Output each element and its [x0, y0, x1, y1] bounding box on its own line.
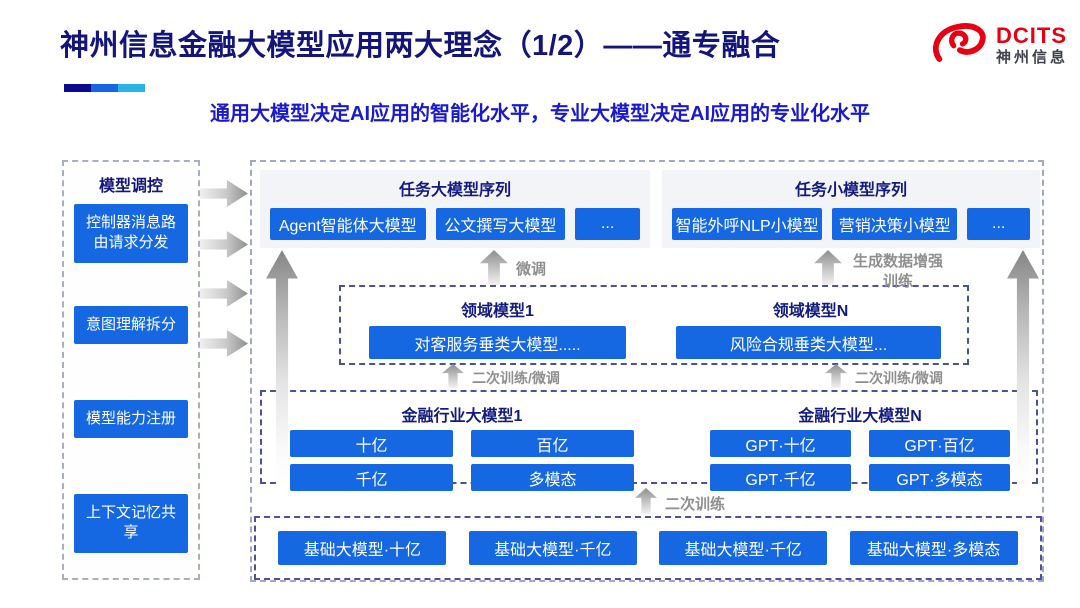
node-customer-service-model[interactable]: 对客服务垂类大模型.....	[369, 326, 626, 359]
logo-brand-text: DCITS	[996, 23, 1067, 49]
right-arrow-icon	[200, 180, 248, 207]
sidebar-item-capability-register[interactable]: 模型能力注册	[74, 400, 188, 439]
flow-label-fine-tune: 微调	[516, 261, 547, 278]
node-gpt-hundred-billion-model[interactable]: GPT·千亿	[710, 464, 851, 491]
node-more-models[interactable]: ...	[967, 208, 1030, 240]
page-title: 神州信息金融大模型应用两大理念（1/2）——通专融合	[60, 30, 781, 62]
logo-brand-cn-text: 神州信息	[996, 49, 1069, 67]
accent-segment	[91, 84, 118, 92]
industry-model-box: 金融行业大模型1 十亿 百亿 千亿 多模态 金融行业大模型N GPT·十亿 GP…	[260, 390, 1038, 491]
right-arrow-icon	[200, 280, 248, 307]
group-title: 金融行业大模型N	[798, 408, 922, 425]
accent-segment	[64, 84, 91, 92]
base-model-box: 基础大模型·十亿 基础大模型·千亿 基础大模型·千亿 基础大模型·多模态	[254, 516, 1042, 580]
sidebar-item-message-routing[interactable]: 控制器消息路由请求分发	[74, 204, 188, 263]
node-marketing-decision-model[interactable]: 营销决策小模型	[832, 208, 958, 240]
node-more-models[interactable]: ...	[575, 208, 640, 240]
flow-label-secondary-train: 二次训练	[665, 496, 726, 513]
node-base-model-billion[interactable]: 基础大模型·十亿	[278, 531, 447, 565]
up-arrow-icon	[825, 364, 847, 388]
up-arrow-icon	[814, 250, 842, 285]
title-accent-bar	[64, 84, 145, 92]
dcits-swirl-icon	[930, 18, 988, 73]
node-base-model-hundred-billion-1[interactable]: 基础大模型·千亿	[468, 531, 637, 565]
flow-label-secondary-ft-left: 二次训练/微调	[472, 370, 560, 386]
domain-model-box: 领域模型1 对客服务垂类大模型..... 领域模型N 风险合规垂类大模型...	[339, 285, 969, 365]
sidebar-item-context-share[interactable]: 上下文记忆共享	[74, 494, 188, 553]
node-multimodal-model[interactable]: 多模态	[471, 464, 634, 491]
node-risk-compliance-model[interactable]: 风险合规垂类大模型...	[676, 326, 941, 359]
right-arrow-icon	[200, 330, 248, 357]
sidebar-title: 模型调控	[98, 178, 163, 195]
domain-model-group-n: 领域模型N 风险合规垂类大模型...	[654, 287, 967, 363]
node-ten-billion-model[interactable]: 百亿	[471, 430, 634, 457]
flow-label-gen-data-train: 生成数据增强 训练	[852, 253, 943, 290]
domain-model-group-1: 领域模型1 对客服务垂类大模型.....	[341, 287, 654, 363]
node-gpt-multimodal-model[interactable]: GPT·多模态	[869, 464, 1010, 491]
group-title: 任务大模型序列	[398, 182, 511, 199]
group-title: 领域模型1	[461, 303, 534, 320]
node-gpt-ten-billion-model[interactable]: GPT·百亿	[869, 430, 1010, 457]
node-base-model-hundred-billion-2[interactable]: 基础大模型·千亿	[659, 531, 828, 565]
up-arrow-icon	[442, 364, 464, 388]
up-arrow-icon	[480, 250, 508, 285]
task-large-model-group: 任务大模型序列 Agent智能体大模型 公文撰写大模型 ...	[260, 170, 650, 248]
node-outbound-nlp-model[interactable]: 智能外呼NLP小模型	[672, 208, 823, 240]
node-hundred-billion-model[interactable]: 千亿	[290, 464, 453, 491]
node-billion-model[interactable]: 十亿	[290, 430, 453, 457]
group-title: 任务小模型序列	[794, 182, 907, 199]
right-arrow-icon	[200, 231, 248, 258]
task-small-model-group: 任务小模型序列 智能外呼NLP小模型 营销决策小模型 ...	[662, 170, 1040, 248]
industry-model-group-1: 金融行业大模型1 十亿 百亿 千亿 多模态	[274, 396, 650, 491]
model-control-panel: 模型调控 控制器消息路由请求分发 意图理解拆分 模型能力注册 上下文记忆共享	[62, 160, 200, 580]
model-architecture-diagram: 任务大模型序列 Agent智能体大模型 公文撰写大模型 ... 任务小模型序列 …	[250, 160, 1044, 582]
accent-segment	[118, 84, 145, 92]
group-title: 领域模型N	[772, 303, 849, 320]
node-document-writing-model[interactable]: 公文撰写大模型	[435, 208, 566, 240]
flow-label-secondary-ft-right: 二次训练/微调	[855, 370, 943, 386]
node-agent-large-model[interactable]: Agent智能体大模型	[270, 208, 426, 240]
node-base-model-multimodal[interactable]: 基础大模型·多模态	[849, 531, 1018, 565]
industry-model-group-n: 金融行业大模型N GPT·十亿 GPT·百亿 GPT·千亿 GPT·多模态	[694, 396, 1026, 491]
node-gpt-billion-model[interactable]: GPT·十亿	[710, 430, 851, 457]
group-title: 金融行业大模型1	[401, 408, 523, 425]
slide-subtitle: 通用大模型决定AI应用的智能化水平，专业大模型决定AI应用的专业化水平	[210, 103, 870, 125]
up-arrow-icon	[635, 488, 657, 514]
dcits-logo: DCITS 神州信息	[930, 18, 1068, 73]
sidebar-item-intent-split[interactable]: 意图理解拆分	[74, 306, 188, 345]
